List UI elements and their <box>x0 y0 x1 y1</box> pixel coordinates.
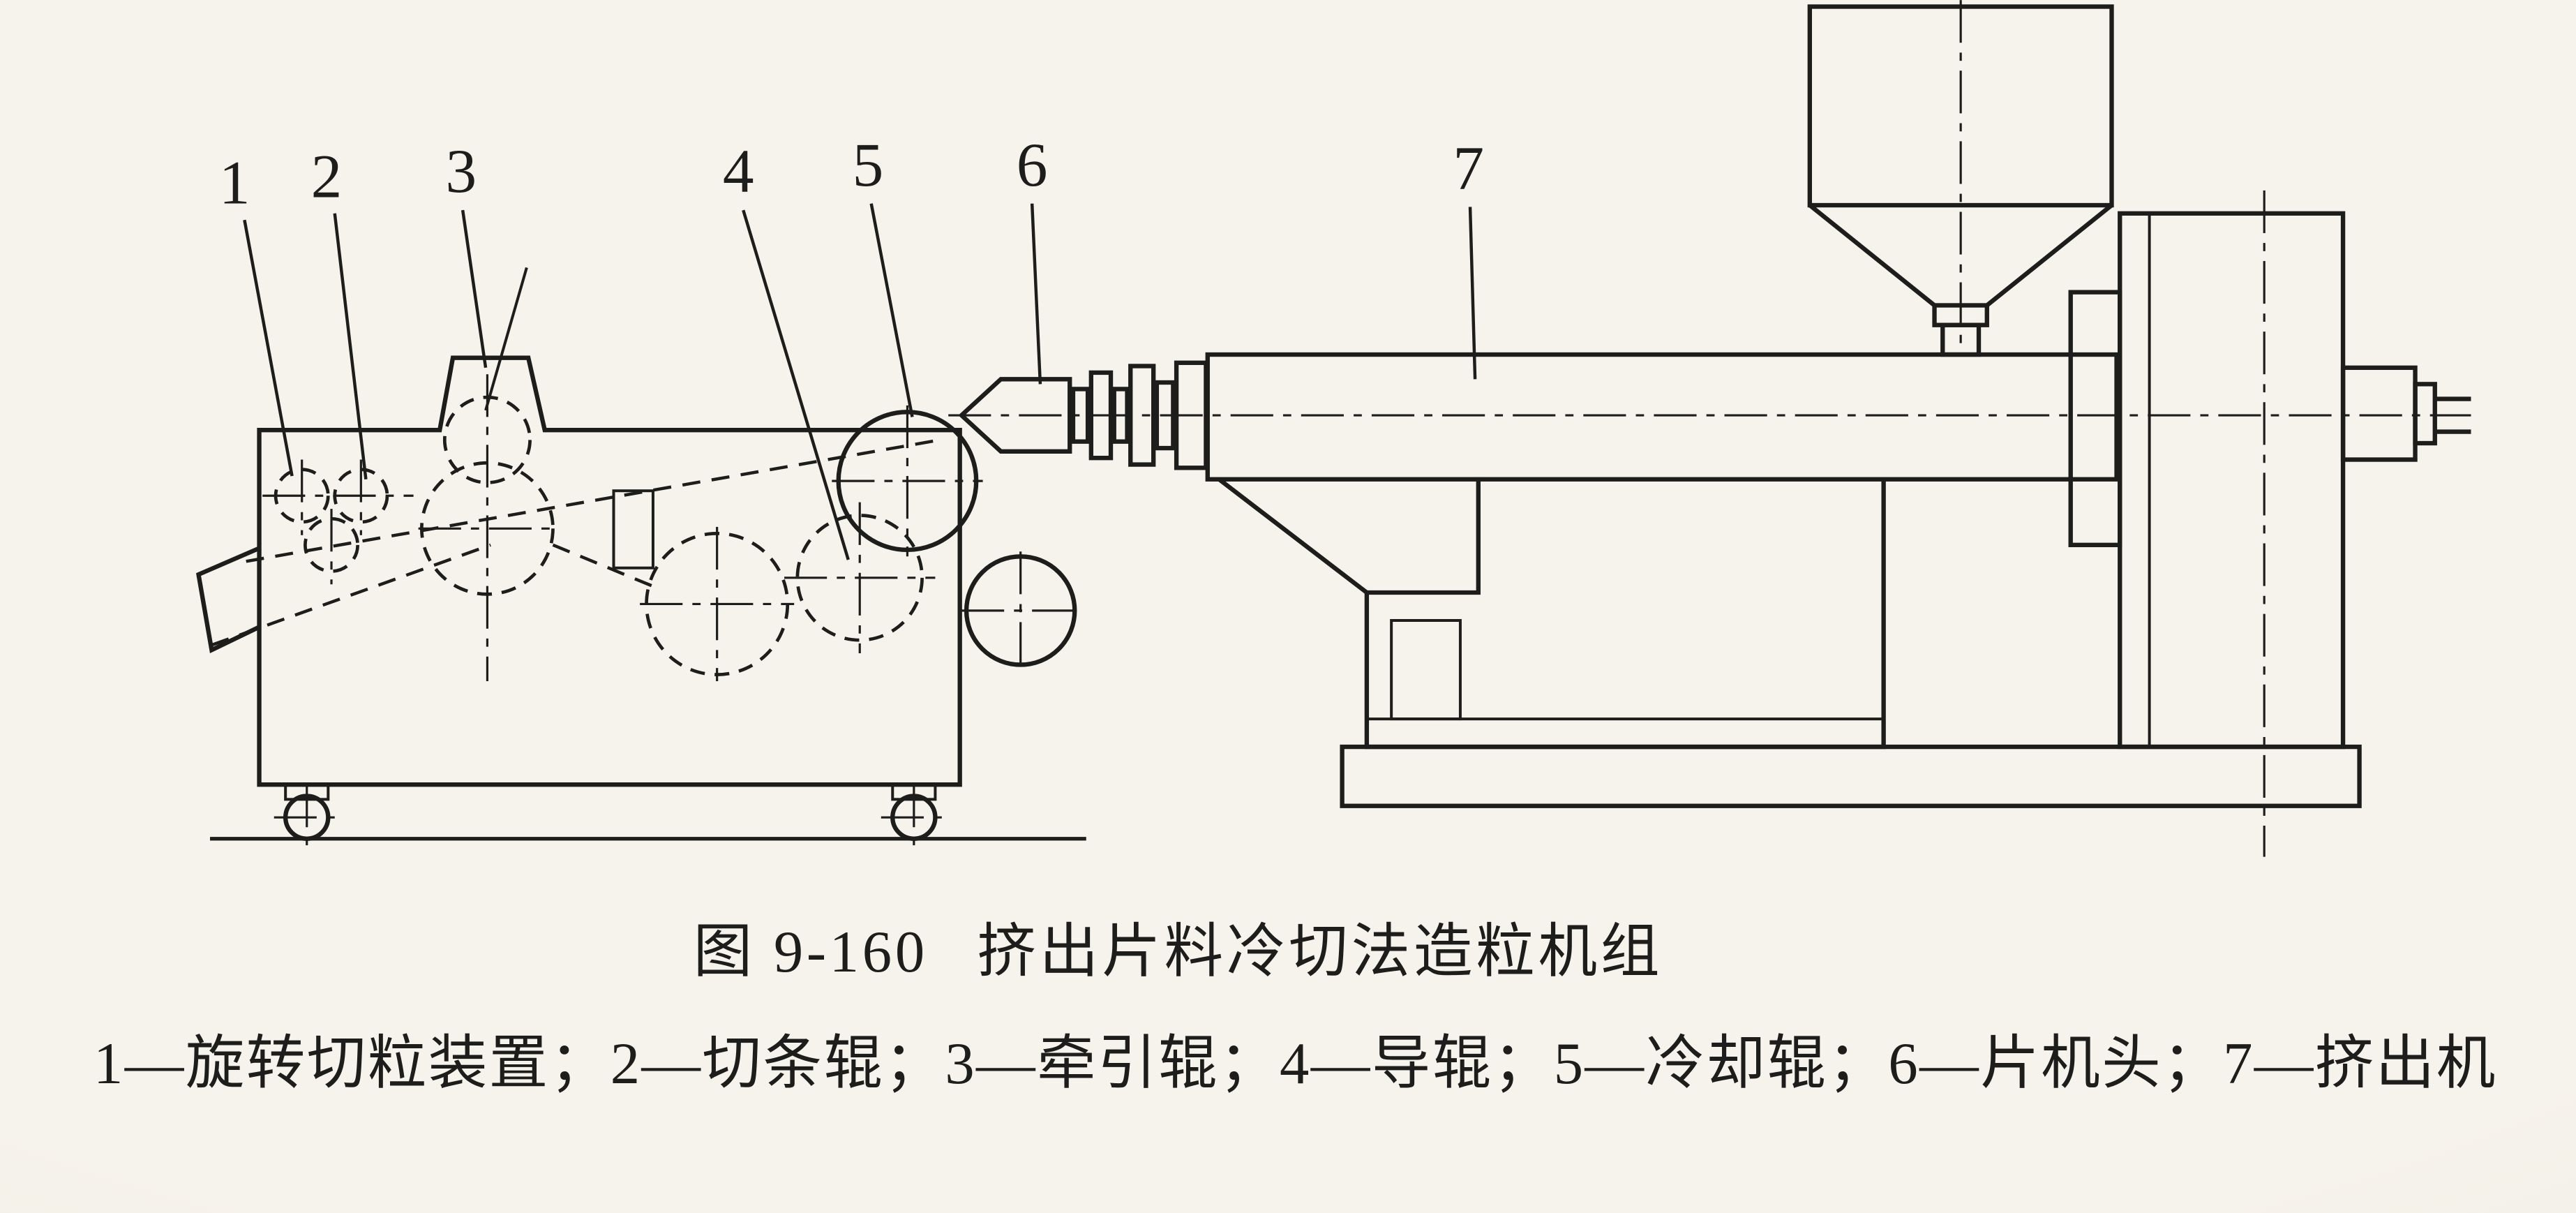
legend-separator: ； <box>550 1032 611 1096</box>
legend-item-label: 牵引辊 <box>1037 1032 1219 1096</box>
figure-title: 挤出片料冷切法造粒机组 <box>977 920 1663 985</box>
legend-item-num: 5 <box>1554 1032 1585 1096</box>
hopper-neck-lower <box>1940 322 1982 357</box>
callout-leader-7 <box>1468 207 1477 380</box>
legend-separator: ； <box>884 1032 945 1096</box>
legend-item-label: 片机头 <box>1980 1032 2162 1096</box>
legend-item-dash: — <box>1310 1032 1372 1096</box>
extruder <box>948 0 2471 857</box>
pelletizer-unit <box>195 267 1086 849</box>
pedestal-inner-panel <box>1390 618 1462 721</box>
legend-item-num: 6 <box>1888 1032 1919 1096</box>
housing-lever <box>484 267 528 411</box>
legend-separator: ； <box>2162 1032 2223 1096</box>
legend-separator: ； <box>1827 1032 1888 1096</box>
legend-item-dash: — <box>124 1032 186 1096</box>
callout-leader-4 <box>742 209 850 560</box>
sheet-path-mid <box>552 543 657 590</box>
legend-item-label: 挤出机 <box>2315 1032 2497 1096</box>
legend-separator: ； <box>1219 1032 1280 1096</box>
legend-item-dash: — <box>1584 1032 1645 1096</box>
callout-leader-1 <box>243 219 294 477</box>
hopper-funnel-right <box>1985 203 2113 307</box>
callout-label-1: 1 <box>219 149 250 218</box>
callout-leader-5 <box>869 203 914 417</box>
legend-item-dash: — <box>975 1032 1037 1096</box>
figure-caption: 图 9-160 挤出片料冷切法造粒机组 <box>694 920 1663 985</box>
legend-item-num: 2 <box>611 1032 642 1096</box>
callout-label-2: 2 <box>311 142 343 211</box>
discharge-chute <box>195 546 260 654</box>
figure-number: 图 9-160 <box>694 920 928 985</box>
legend-item-label: 切条辊 <box>702 1032 884 1096</box>
callout-leader-2 <box>333 213 368 480</box>
callout-label-4: 4 <box>723 137 754 206</box>
die-nozzle <box>958 377 1072 454</box>
base-plate <box>1340 744 2362 808</box>
thrust-flange <box>2068 290 2122 547</box>
callout-label-3: 3 <box>445 137 477 206</box>
callout-label-6: 6 <box>1017 131 1048 200</box>
callout-label-5: 5 <box>853 131 884 200</box>
legend-separator: ； <box>1493 1032 1554 1096</box>
legend-item-dash: — <box>2254 1032 2315 1096</box>
callout-label-7: 7 <box>1453 134 1484 203</box>
guide-roller-2 <box>795 514 924 642</box>
pelletizer-body <box>257 355 962 787</box>
legend-item-num: 1 <box>93 1032 125 1096</box>
legend-item-label: 导辊 <box>1372 1032 1493 1096</box>
pedestal-brace <box>1218 477 1368 595</box>
pedestal-outline <box>1364 479 1886 750</box>
extruder-barrel <box>1205 352 2119 482</box>
legend-item-num: 3 <box>945 1032 976 1096</box>
sheet-path-lower <box>211 543 491 647</box>
legend-item-num: 4 <box>1280 1032 1311 1096</box>
sheet-path-long <box>246 438 941 563</box>
figure-legend: 1—旋转切粒装置；2—切条辊；3—牵引辊；4—导辊；5—冷却辊；6—片机头；7—… <box>93 1032 2497 1096</box>
legend-item-label: 冷却辊 <box>1645 1032 1827 1096</box>
legend-item-dash: — <box>641 1032 702 1096</box>
callout-leader-6 <box>1030 203 1042 385</box>
legend-item-label: 旋转切粒装置 <box>186 1032 550 1096</box>
callout-leader-3 <box>460 209 488 369</box>
guide-bracket <box>612 489 654 570</box>
drive-shaft-housing <box>2340 365 2418 462</box>
drive-shaft-stub <box>2413 382 2437 446</box>
callout-leaders <box>243 203 1477 560</box>
legend-item-num: 7 <box>2223 1032 2254 1096</box>
callout-numbers: 1 2 3 4 5 6 7 <box>219 131 1484 218</box>
legend-item-dash: — <box>1919 1032 1980 1096</box>
hopper-funnel-left <box>1808 203 1936 307</box>
gearbox-block <box>2118 211 2346 750</box>
